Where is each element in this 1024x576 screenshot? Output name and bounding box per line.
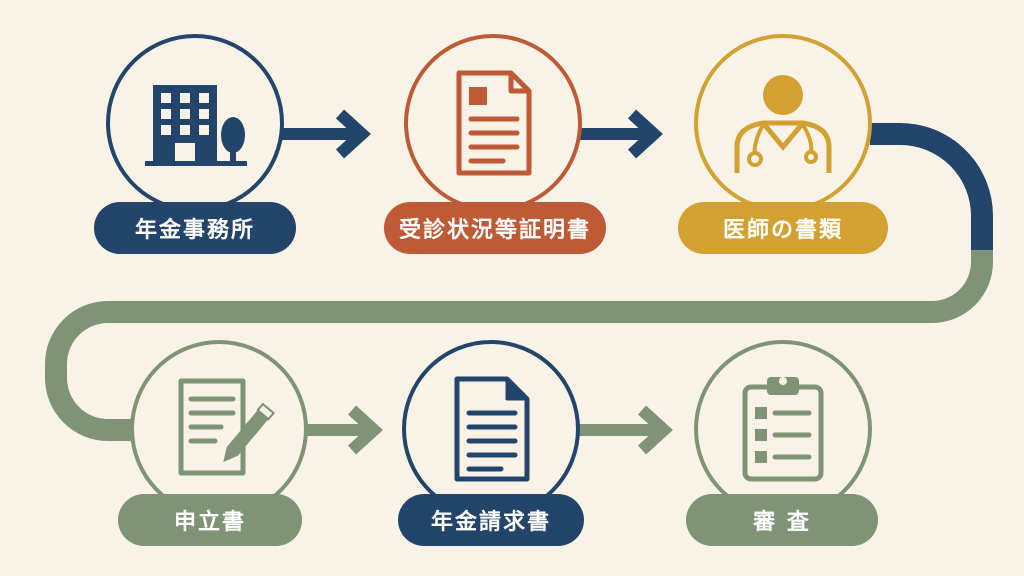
- step-4-circle: [130, 340, 308, 518]
- arrow-head-5-6: [637, 405, 673, 455]
- step-6-circle: [694, 340, 872, 518]
- step-1-circle: [106, 34, 284, 212]
- document-icon: [454, 376, 530, 482]
- document-icon: [456, 70, 532, 176]
- step-6-label: 審 査: [686, 494, 878, 546]
- office-building-icon: [145, 85, 247, 166]
- pen-icon: [223, 402, 275, 463]
- step-5-circle: [402, 340, 580, 518]
- arrow-head-1-2: [335, 109, 371, 159]
- clipboard-checklist-icon: [742, 377, 824, 482]
- step-5-label: 年金請求書: [398, 494, 584, 546]
- step-3-label: 医師の書類: [678, 202, 888, 254]
- step-2-circle: [404, 34, 582, 212]
- step-2-label: 受診状況等証明書: [384, 202, 606, 254]
- step-1-label: 年金事務所: [94, 202, 296, 254]
- arrow-head-2-3: [627, 109, 663, 159]
- step-4-label: 申立書: [118, 494, 302, 546]
- curve-right-top: [870, 123, 993, 250]
- arrow-head-4-5: [347, 405, 383, 455]
- curve-sage-return: [45, 250, 993, 441]
- doctor-icon: [734, 75, 832, 173]
- form-with-pen-icon: [178, 378, 275, 476]
- step-3-circle: [694, 34, 872, 212]
